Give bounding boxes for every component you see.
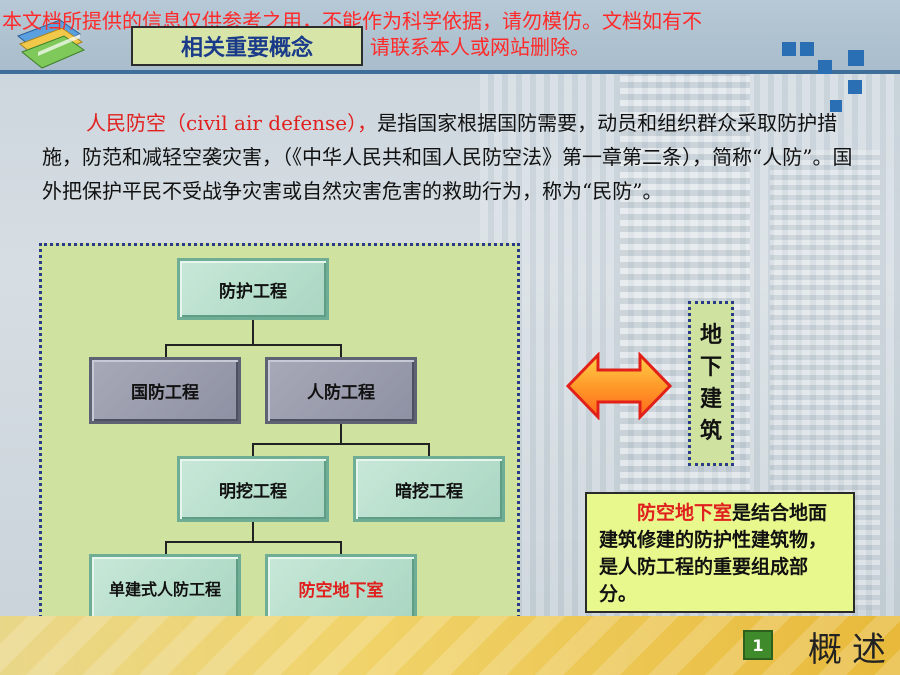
connector	[165, 344, 342, 346]
side-char: 建	[699, 386, 722, 412]
side-char: 下	[699, 354, 722, 380]
connector	[165, 344, 167, 358]
connector	[252, 522, 254, 542]
books-icon	[17, 19, 86, 69]
connector	[340, 424, 342, 444]
connector	[165, 541, 167, 555]
watermark-line-2: 请联系本人或网站删除。	[370, 35, 590, 59]
intro-term: 人民防空（civil air defense），	[86, 111, 378, 135]
decor-square	[782, 42, 796, 56]
node-standalone-civil-defense: 单建式人防工程	[89, 554, 241, 622]
decor-square	[848, 80, 862, 94]
definition-text: 是结合地面建筑修建的防护性建筑物，是人防工程的重要组成部分。	[599, 502, 828, 605]
connector	[252, 443, 430, 445]
side-char: 地	[699, 322, 722, 348]
underground-building-label: 地 下 建 筑	[688, 301, 734, 466]
definition-box: 防空地下室是结合地面建筑修建的防护性建筑物，是人防工程的重要组成部分。	[585, 492, 855, 613]
decor-square	[800, 42, 814, 56]
decor-square	[848, 50, 864, 66]
section-label: 概述	[808, 630, 896, 670]
decor-square	[830, 100, 842, 112]
connector	[252, 443, 254, 457]
connector	[165, 541, 342, 543]
page-number-badge: 1	[743, 630, 773, 660]
decor-square	[818, 60, 832, 74]
node-protective-engineering: 防护工程	[177, 258, 329, 320]
connector	[252, 319, 254, 345]
double-arrow-icon	[566, 352, 672, 420]
node-national-defense-engineering: 国防工程	[89, 357, 241, 424]
connector	[340, 541, 342, 555]
side-char: 筑	[699, 418, 722, 444]
slide-title: 相关重要概念	[131, 26, 363, 66]
header-divider	[0, 70, 900, 74]
node-civil-defense-engineering: 人防工程	[265, 357, 417, 424]
definition-term: 防空地下室	[637, 502, 733, 524]
node-open-cut-engineering: 明挖工程	[177, 456, 329, 522]
intro-text: 是指国家根据国防需要，动员和组织群众采取防护措施，防范和减轻空袭灾害，（《中华人…	[42, 111, 853, 203]
intro-paragraph: 人民防空（civil air defense），是指国家根据国防需要，动员和组织…	[42, 106, 862, 208]
connector	[340, 344, 342, 358]
node-tunneling-engineering: 暗挖工程	[353, 456, 505, 522]
connector	[428, 443, 430, 457]
node-air-raid-basement: 防空地下室	[265, 554, 417, 622]
